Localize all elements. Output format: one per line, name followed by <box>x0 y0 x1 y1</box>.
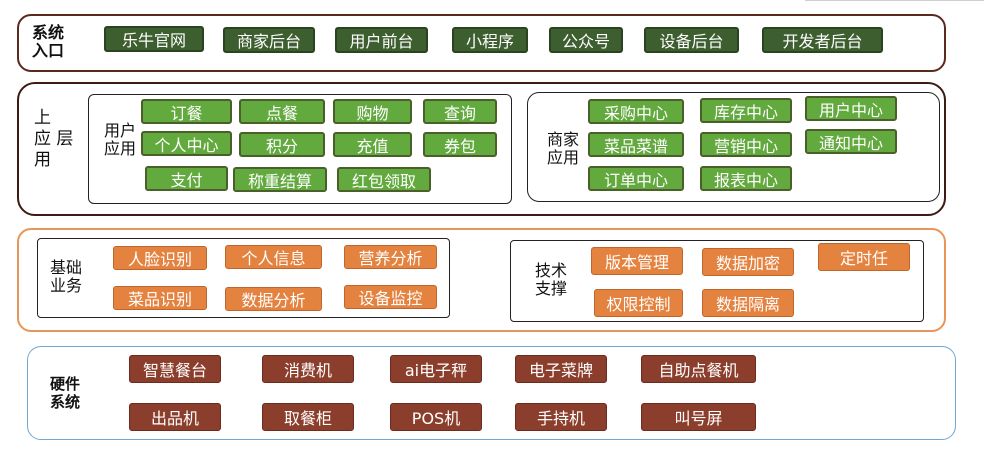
user-app-points[interactable]: 积分 <box>239 132 325 157</box>
hw-dispatch-machine[interactable]: 出品机 <box>129 403 221 431</box>
tech-version-management[interactable]: 版本管理 <box>591 247 683 275</box>
base-layer <box>17 228 946 332</box>
tech-permission-control[interactable]: 权限控制 <box>594 289 683 317</box>
hw-pos-consumption[interactable]: 消费机 <box>262 355 354 383</box>
merchant-app-marketing[interactable]: 营销中心 <box>700 132 792 157</box>
user-app-payment[interactable]: 支付 <box>145 166 228 191</box>
merchant-application-label: 商家 应用 <box>546 130 579 167</box>
basic-device-monitoring[interactable]: 设备监控 <box>344 285 437 309</box>
basic-personal-info[interactable]: 个人信息 <box>225 245 322 269</box>
merchant-app-purchasing[interactable]: 采购中心 <box>588 99 684 124</box>
system-entry-layer <box>17 14 946 72</box>
merchant-app-inventory[interactable]: 库存中心 <box>700 98 792 123</box>
tech-data-encryption[interactable]: 数据加密 <box>702 248 794 276</box>
tech-support-label: 技术 支撑 <box>534 261 567 298</box>
hw-digital-menu[interactable]: 电子菜牌 <box>515 355 607 383</box>
user-app-recharge[interactable]: 充值 <box>333 132 412 157</box>
upper-application-label: 上 应 层 用 <box>34 108 74 170</box>
entry-item-official-site[interactable]: 乐牛官网 <box>104 26 204 52</box>
user-application-label: 用户 应用 <box>103 121 136 158</box>
tech-data-isolation[interactable]: 数据隔离 <box>702 289 794 317</box>
hw-ai-scale[interactable]: ai电子秤 <box>390 355 482 383</box>
user-app-dine-order[interactable]: 点餐 <box>239 99 325 124</box>
merchant-app-dish-recipes[interactable]: 菜品菜谱 <box>588 132 684 157</box>
entry-item-merchant-backend[interactable]: 商家后台 <box>223 27 315 53</box>
user-app-order-meal[interactable]: 订餐 <box>141 99 232 124</box>
merchant-app-user-center[interactable]: 用户中心 <box>805 96 897 121</box>
user-app-weigh-checkout[interactable]: 称重结算 <box>233 167 327 192</box>
entry-item-mini-program[interactable]: 小程序 <box>452 27 528 53</box>
merchant-app-report-center[interactable]: 报表中心 <box>700 166 792 191</box>
basic-face-recognition[interactable]: 人脸识别 <box>113 246 207 270</box>
entry-item-device-backend[interactable]: 设备后台 <box>644 27 739 53</box>
entry-item-official-account[interactable]: 公众号 <box>549 27 623 53</box>
hw-handheld[interactable]: 手持机 <box>515 403 607 431</box>
tech-scheduled-task[interactable]: 定时任 <box>818 243 910 271</box>
user-app-shopping[interactable]: 购物 <box>333 99 412 124</box>
hw-self-order-kiosk[interactable]: 自助点餐机 <box>641 355 756 383</box>
hw-pickup-locker[interactable]: 取餐柜 <box>262 403 354 431</box>
hw-queue-display[interactable]: 叫号屏 <box>641 403 756 431</box>
upper-application-layer <box>17 82 946 216</box>
entry-item-developer-backend[interactable]: 开发者后台 <box>762 27 883 53</box>
hardware-layer <box>27 346 956 440</box>
hw-smart-dining-table[interactable]: 智慧餐台 <box>129 355 221 383</box>
basic-nutrition-analysis[interactable]: 营养分析 <box>344 245 437 269</box>
user-app-personal-center[interactable]: 个人中心 <box>141 131 232 156</box>
hw-pos-terminal[interactable]: POS机 <box>390 403 482 431</box>
user-app-query[interactable]: 查询 <box>423 99 497 124</box>
basic-business-label: 基础 业务 <box>49 258 82 295</box>
user-app-red-packet[interactable]: 红包领取 <box>337 167 431 192</box>
basic-dish-recognition[interactable]: 菜品识别 <box>113 286 207 310</box>
user-app-coupon-wallet[interactable]: 券包 <box>423 132 497 157</box>
hardware-label: 硬件 系统 <box>49 375 80 411</box>
system-entry-label: 系统 入口 <box>31 23 64 60</box>
top-divider-line <box>805 0 984 1</box>
merchant-app-notification[interactable]: 通知中心 <box>805 129 897 154</box>
merchant-app-order-center[interactable]: 订单中心 <box>588 166 684 191</box>
entry-item-user-frontend[interactable]: 用户前台 <box>335 27 428 53</box>
basic-data-analysis[interactable]: 数据分析 <box>225 287 322 311</box>
